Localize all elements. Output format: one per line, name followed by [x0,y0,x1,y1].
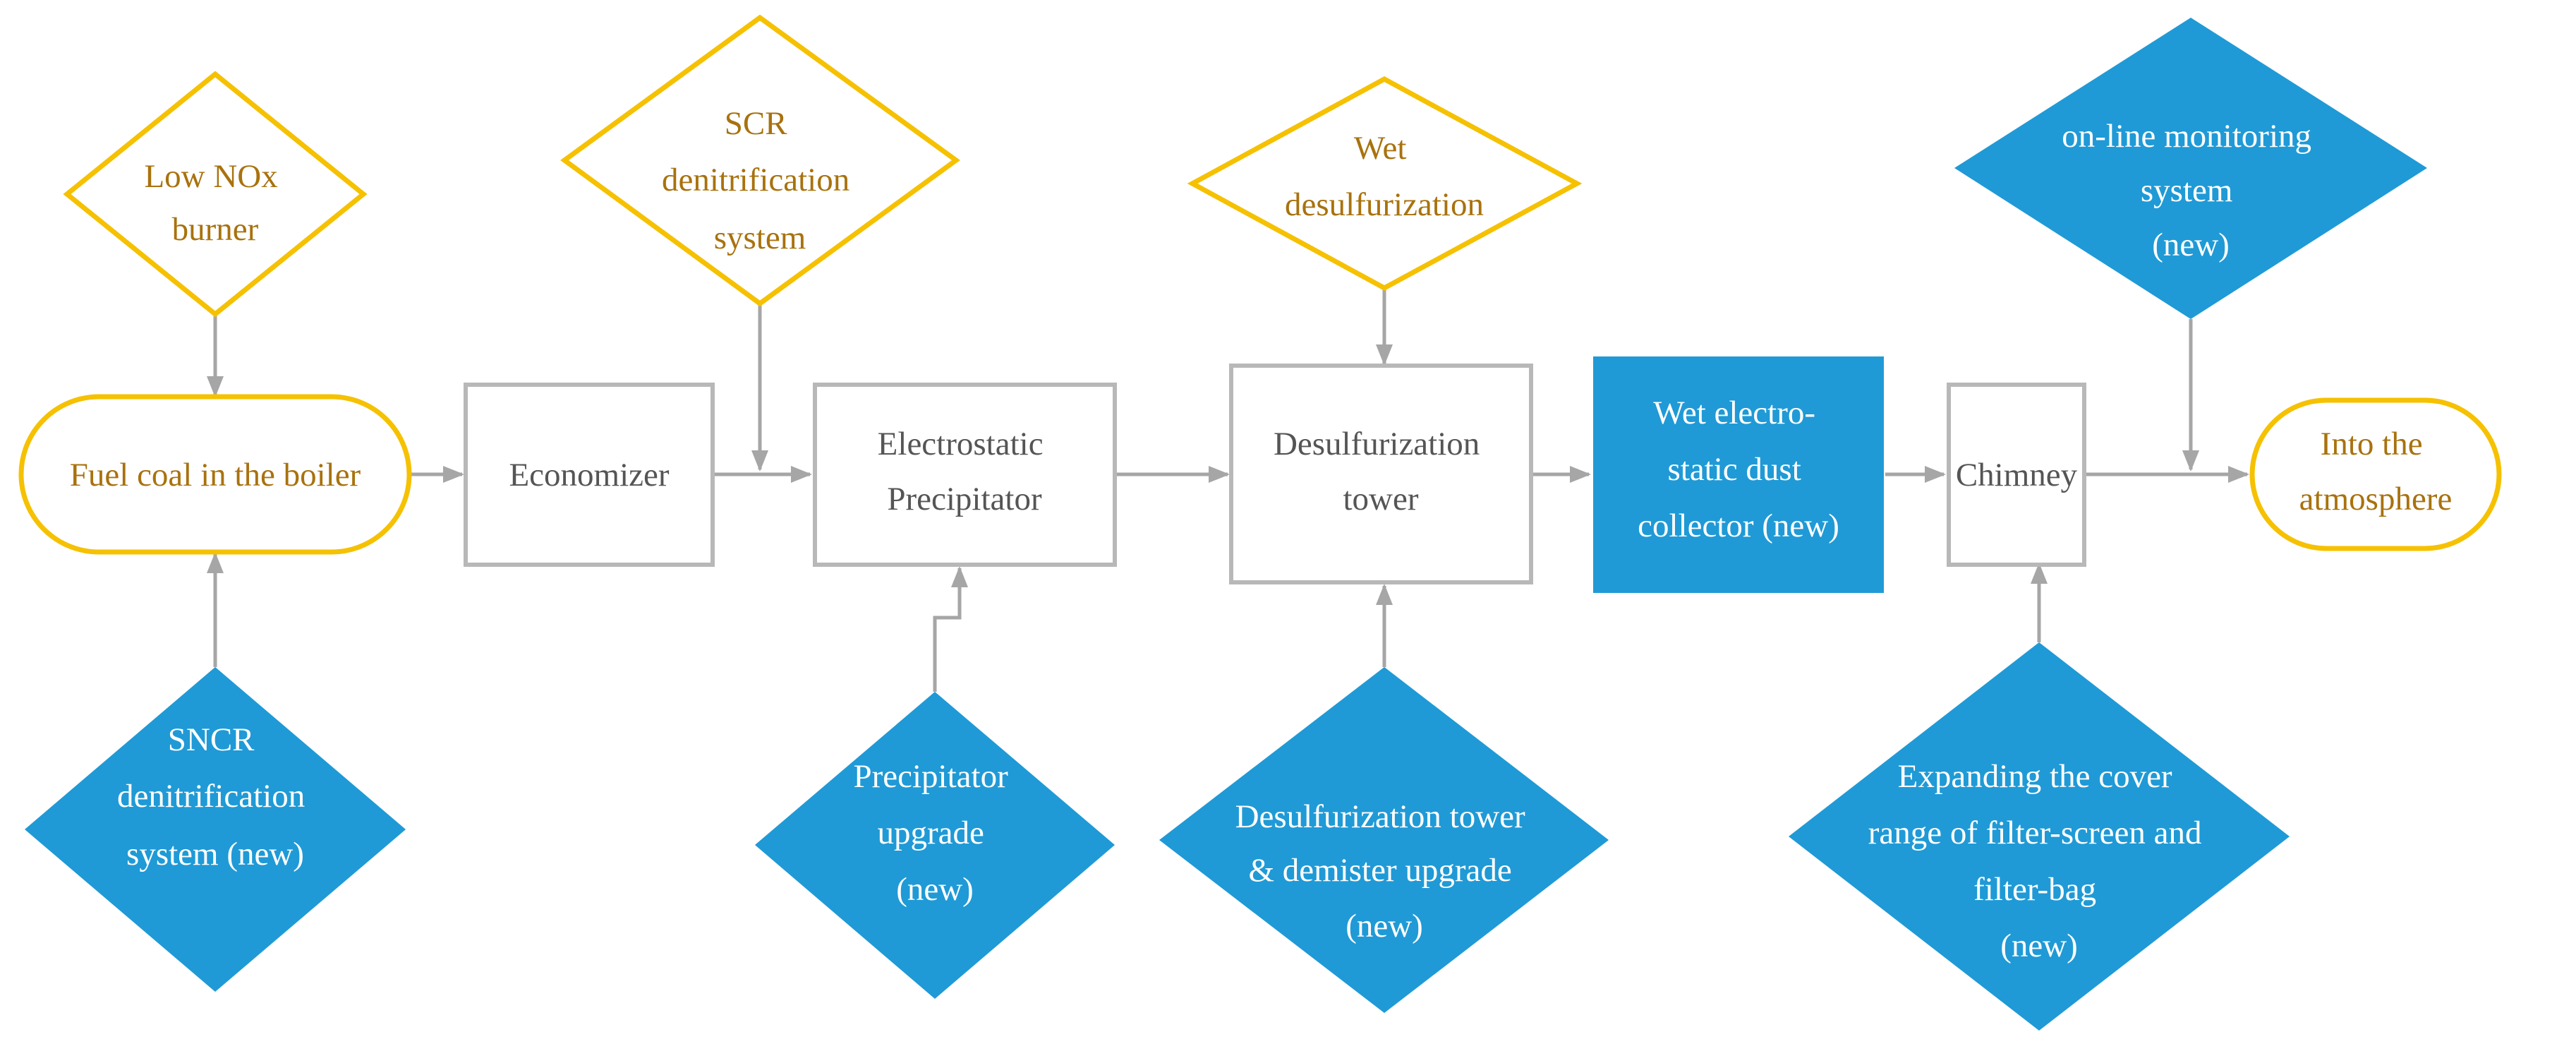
precipitator-node: Electrostatic Precipitator [813,383,1117,567]
fuel-coal-node: Fuel coal in the boiler [18,394,412,555]
sncr-label: SNCR denitrification system (new) [117,721,313,872]
desulf-tower-label: Desulfurization tower [1274,426,1488,517]
precip-upgrade-label: Precipitator upgrade (new) [853,758,1016,908]
existing-measures: Low NOx burner SCR denitrification syste… [63,14,1583,318]
wet-collector-label: Wet electro- static dust collector (new) [1638,395,1839,544]
monitoring-diamond: on-line monitoring system (new) [1954,18,2427,319]
economizer-node: Economizer [464,383,715,567]
demister-upgrade-diamond: Desulfurization tower & demister upgrade… [1159,667,1609,1013]
scr-label: SCR denitrification system [662,105,858,256]
wet-collector-node: Wet electro- static dust collector (new) [1593,356,1884,593]
monitoring-label: on-line monitoring system (new) [2062,118,2320,263]
chimney-label: Chimney [1956,457,2078,493]
desulf-tower-node: Desulfurization tower [1229,364,1533,584]
chimney-node: Chimney [1947,383,2086,567]
filter-expand-label: Expanding the cover range of filter-scre… [1868,758,2210,964]
atmosphere-label: Into the atmosphere [2299,426,2453,517]
wet-desulf-label: Wet desulfurization [1285,130,1484,223]
low-nox-label: Low NOx burner [144,158,286,248]
sncr-diamond: SNCR denitrification system (new) [25,667,406,992]
connectors [207,289,2249,692]
demister-upgrade-label: Desulfurization tower & demister upgrade… [1235,798,1534,944]
low-nox-diamond: Low NOx burner [63,71,368,318]
atmosphere-node: Into the atmosphere [2249,397,2502,551]
arrow-precip-upgrade-to-precipitator [933,566,968,692]
precipitator-label: Electrostatic Precipitator [878,426,1052,517]
new-measures: SNCR denitrification system (new) Precip… [25,18,2427,1031]
scr-diamond: SCR denitrification system [560,14,960,307]
process-steps: Fuel coal in the boiler Economizer Elect… [18,356,2502,593]
precip-upgrade-diamond: Precipitator upgrade (new) [755,692,1115,999]
wet-desulf-diamond: Wet desulfurization [1187,76,1583,291]
economizer-label: Economizer [509,457,669,493]
filter-expand-diamond: Expanding the cover range of filter-scre… [1789,642,2290,1031]
fuel-coal-label: Fuel coal in the boiler [70,457,361,493]
